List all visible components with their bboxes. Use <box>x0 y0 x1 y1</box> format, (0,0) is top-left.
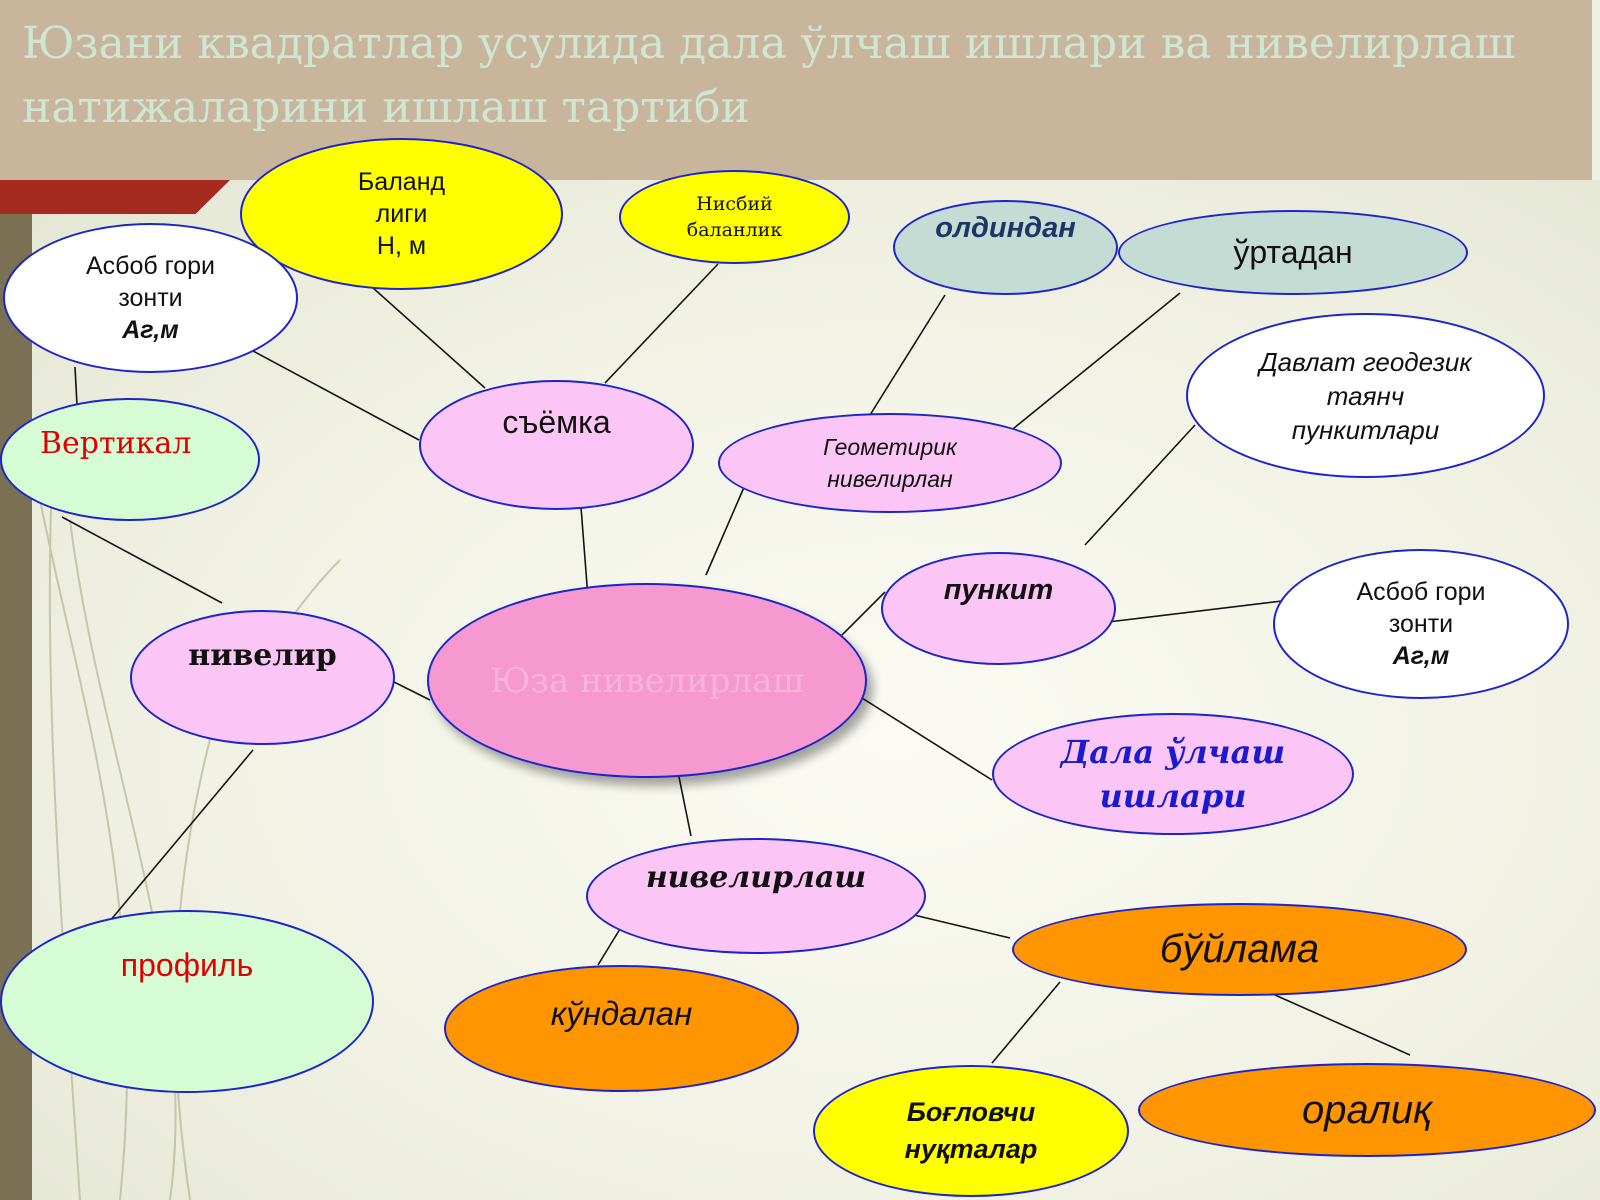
connector-line <box>239 343 420 441</box>
node-baland-ligi: Баланд лиги Н, м <box>240 138 563 290</box>
node-label: профиль <box>120 947 254 983</box>
node-label: Дала ўлчаш ишлари <box>1060 733 1286 815</box>
node-profil: профиль <box>0 910 374 1093</box>
node-label: Юза нивелирлаш <box>489 660 805 701</box>
connector-line <box>1274 994 1411 1056</box>
node-sublabel: Аг,м <box>1392 642 1450 670</box>
node-nisbiy-balandlik: Нисбий баланлик <box>619 170 850 264</box>
connector-line <box>864 294 946 424</box>
node-label: Давлат геодезик таянч пункитлари <box>1259 346 1472 445</box>
connector-line <box>580 506 589 599</box>
node-label: бўйлама <box>1159 927 1320 971</box>
connector-line <box>1107 599 1291 623</box>
node-label: нивелир <box>188 638 337 673</box>
connector-line <box>604 263 719 384</box>
node-label: Боғловчи нуқталар <box>904 1097 1038 1164</box>
node-label: олдиндан <box>935 212 1076 244</box>
connector-line <box>861 697 993 781</box>
node-label: Геометирик нивелирлан <box>823 434 957 492</box>
node-label: пункит <box>943 574 1054 606</box>
node-vertikal: Вертикал <box>0 398 260 521</box>
decor-curve <box>69 519 177 1200</box>
connector-line <box>677 771 692 837</box>
node-label: Нисбий баланлик <box>686 193 783 241</box>
connector-line <box>103 749 254 929</box>
node-urtadan: ўртадан <box>1118 210 1468 295</box>
node-nivelir: нивелир <box>130 610 395 745</box>
node-buylama: бўйлама <box>1012 903 1467 996</box>
red-accent-bar <box>0 180 230 214</box>
connector-lines <box>61 263 1411 1064</box>
connector-line <box>61 516 223 604</box>
node-label: нивелирлаш <box>645 860 867 895</box>
node-asbob-gorizonti-left: Асбоб гори зонти Аг,м <box>3 223 298 373</box>
node-nivelirlash: нивелирлаш <box>586 838 926 954</box>
node-yuza-nivelirlash: Юза нивелирлаш <box>427 583 867 778</box>
decor-curve <box>48 419 81 1200</box>
node-syomka: съёмка <box>419 380 694 510</box>
node-label: ўртадан <box>1233 234 1353 270</box>
node-label: Асбоб гори зонти <box>85 252 215 312</box>
connector-line <box>74 366 78 406</box>
node-label: оралиқ <box>1302 1087 1432 1132</box>
node-boglovchi-nuqtalar: Боғловчи нуқталар <box>813 1065 1129 1197</box>
connector-line <box>991 981 1061 1064</box>
node-geometrik-nivelirlash: Геометирик нивелирлан <box>718 413 1062 513</box>
slide-header: Юзани квадратлар усулида дала ўлчаш ишла… <box>0 0 1592 180</box>
node-davlat-geodezik: Давлат геодезик таянч пункитлари <box>1186 313 1545 478</box>
node-dala-ulchash-ishlari: Дала ўлчаш ишлари <box>992 713 1354 835</box>
node-oldindan: олдиндан <box>893 200 1118 295</box>
connector-line <box>991 292 1181 447</box>
slide-title: Юзани квадратлар усулида дала ўлчаш ишла… <box>22 18 1516 133</box>
node-label: кўндалан <box>550 995 693 1032</box>
node-kundalan: кўндалан <box>444 965 799 1092</box>
node-label: съёмка <box>502 404 611 440</box>
node-label: Вертикал <box>40 426 192 461</box>
connector-line <box>705 484 746 576</box>
node-label: Баланд лиги Н, м <box>357 168 446 260</box>
node-oraliq: оралиқ <box>1138 1063 1596 1157</box>
node-sublabel: Аг,м <box>122 316 179 344</box>
node-punkit: пункит <box>881 552 1116 665</box>
node-asbob-gorizonti-right: Асбоб гори зонти Аг,м <box>1273 549 1569 699</box>
connector-line <box>371 286 486 389</box>
node-label: Асбоб гори зонти <box>1356 578 1486 638</box>
connector-line <box>834 591 886 643</box>
connector-line <box>1084 424 1196 546</box>
